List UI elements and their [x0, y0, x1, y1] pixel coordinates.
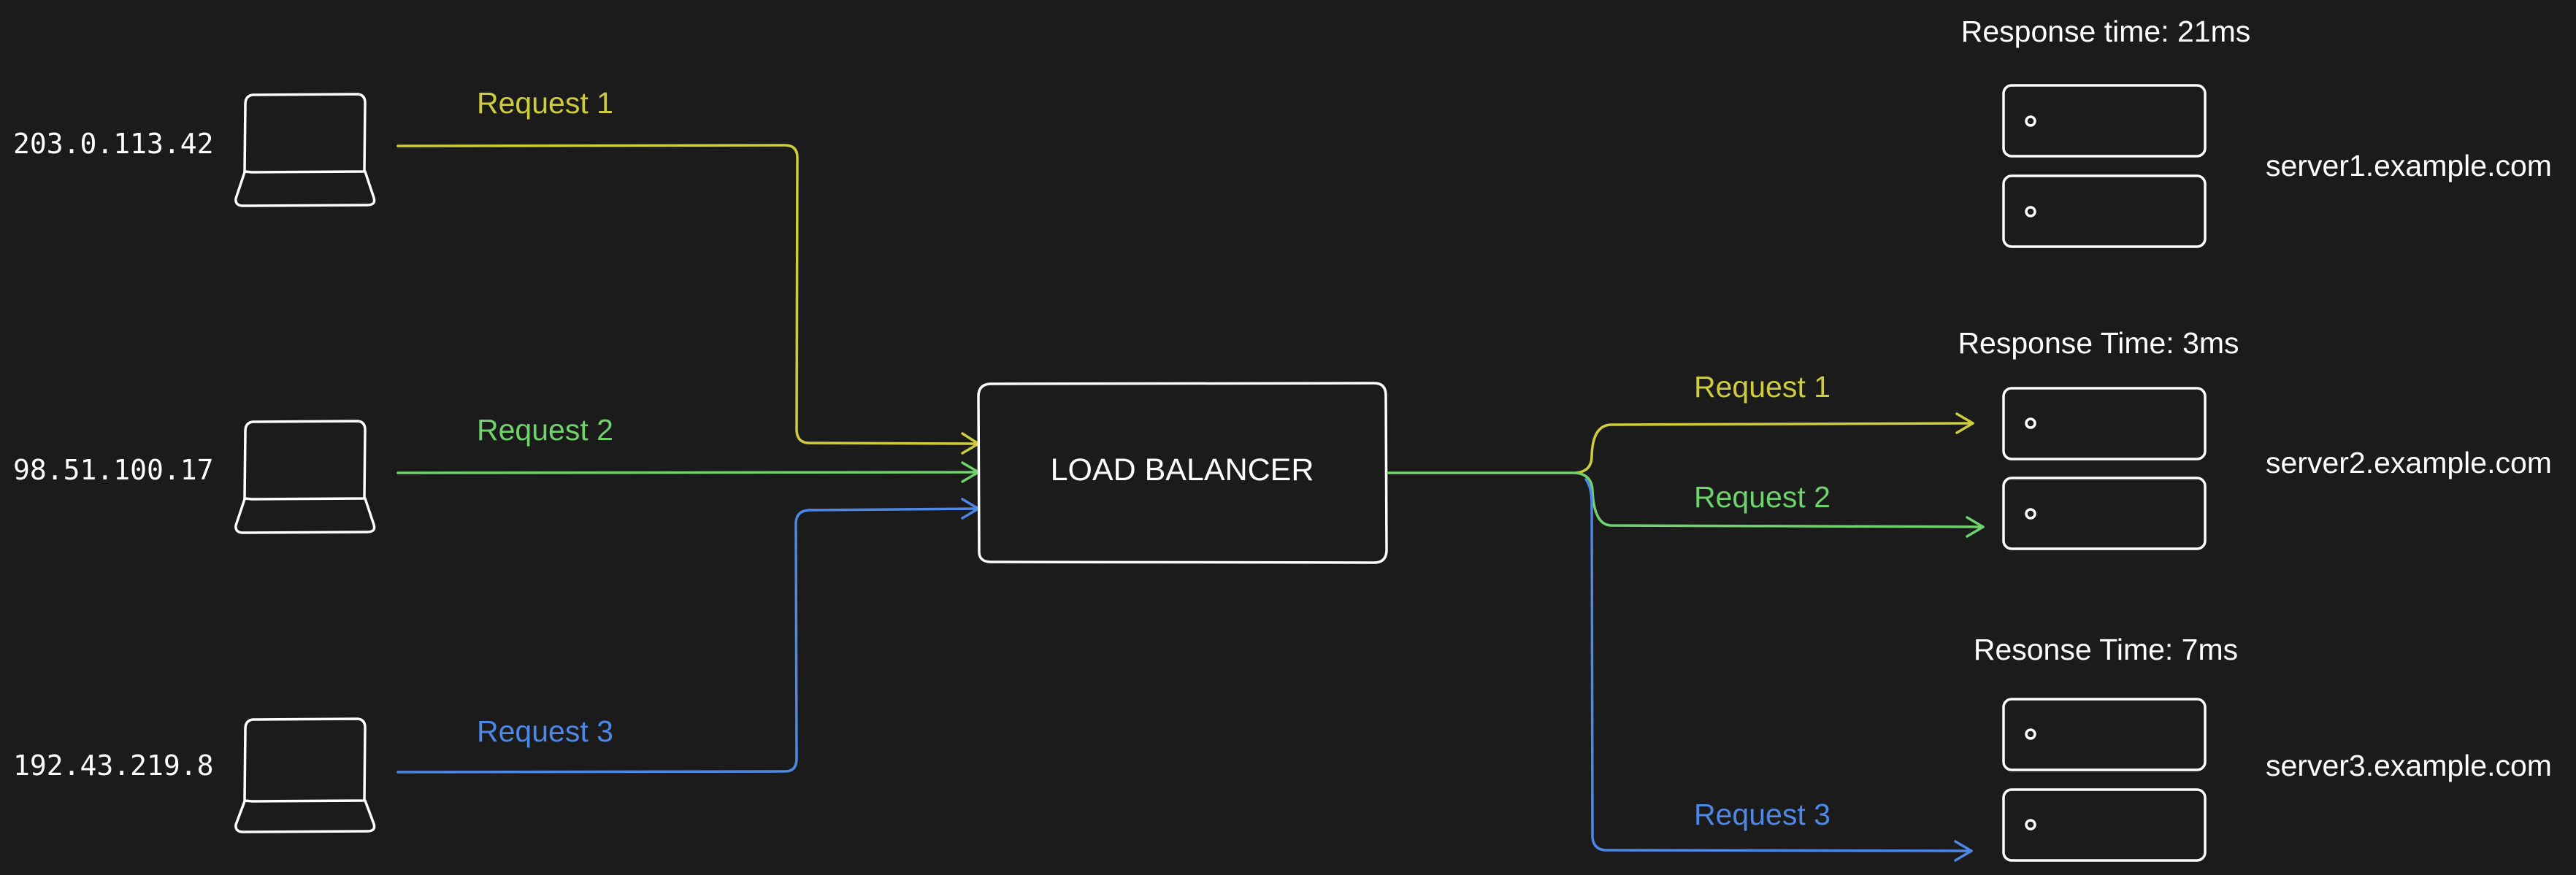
- incoming-edge-1: Request 1: [396, 86, 980, 455]
- load-balancer: LOAD BALANCER: [977, 382, 1388, 564]
- client-3: 192.43.219.8: [13, 717, 376, 833]
- server-2-response-time: Response Time: 3ms: [1958, 326, 2239, 360]
- incoming-request-3-label: Request 3: [477, 714, 613, 748]
- outgoing-edge-3: Request 3: [1584, 478, 1973, 862]
- client-3-ip: 192.43.219.8: [13, 749, 214, 782]
- server-3-name: server3.example.com: [2266, 749, 2552, 782]
- server-2-name: server2.example.com: [2266, 446, 2552, 479]
- incoming-edge-3: Request 3: [396, 498, 980, 774]
- server-3: Resonse Time: 7ms server3.example.com: [1974, 633, 2552, 862]
- load-balancer-label: LOAD BALANCER: [1051, 452, 1314, 487]
- client-2-ip: 98.51.100.17: [13, 454, 214, 486]
- laptop-icon: [234, 93, 376, 207]
- incoming-request-2-label: Request 2: [477, 413, 613, 447]
- client-1-ip: 203.0.113.42: [13, 128, 214, 160]
- laptop-icon: [234, 420, 376, 534]
- outgoing-request-2-label: Request 2: [1694, 480, 1831, 514]
- incoming-request-1-label: Request 1: [477, 86, 613, 120]
- server-icon: [2002, 387, 2207, 550]
- server-1: Response time: 21ms server1.example.com: [1961, 15, 2552, 248]
- outgoing-edge-1: Request 1: [1574, 370, 1974, 474]
- server-icon: [2002, 84, 2207, 248]
- client-1: 203.0.113.42: [13, 93, 376, 207]
- outgoing-edge-2: Request 2: [1574, 471, 1985, 538]
- incoming-edge-2: Request 2: [396, 413, 980, 483]
- server-1-name: server1.example.com: [2266, 149, 2552, 182]
- laptop-icon: [234, 717, 376, 833]
- server-2: Response Time: 3ms server2.example.com: [1958, 326, 2552, 550]
- outgoing-request-1-label: Request 1: [1694, 370, 1831, 404]
- server-icon: [2002, 698, 2207, 862]
- server-1-response-time: Response time: 21ms: [1961, 15, 2251, 48]
- server-3-response-time: Resonse Time: 7ms: [1974, 633, 2238, 666]
- outgoing-request-3-label: Request 3: [1694, 798, 1831, 831]
- client-2: 98.51.100.17: [13, 420, 376, 534]
